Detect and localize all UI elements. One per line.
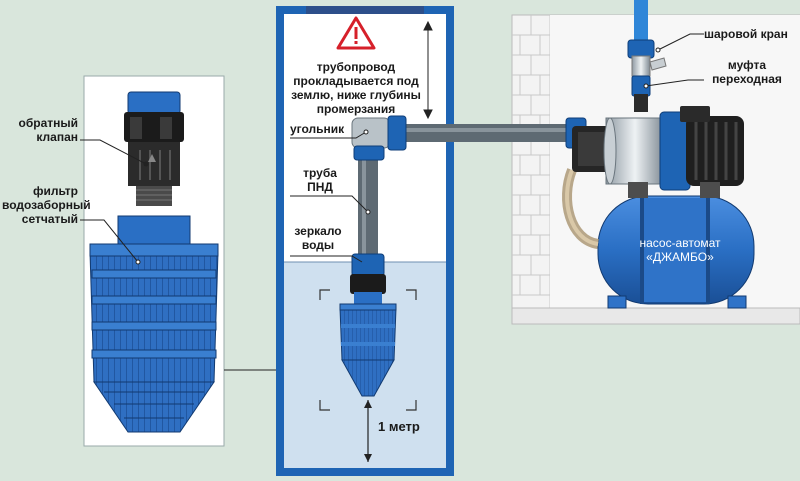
label-filter-line2: водозаборный	[2, 198, 91, 212]
label-pump-line1: насос-автомат	[639, 236, 721, 250]
label-pipe: труба ПНД	[296, 166, 344, 194]
label-filter-line1: фильтр	[32, 184, 78, 198]
label-pipe-note: трубопровод прокладывается под землю, ни…	[288, 60, 424, 116]
label-pump-line2: «ДЖАМБО»	[646, 250, 714, 264]
label-pipe-note-line1: трубопровод	[316, 60, 396, 74]
label-elbow: угольник	[290, 122, 345, 136]
leader-lines-well	[290, 20, 433, 263]
pump-station	[562, 0, 755, 309]
label-check-valve-line1: обратный	[18, 116, 79, 130]
label-pipe-note-line3: землю, ниже глубины	[291, 88, 421, 102]
label-depth: 1 метр	[378, 419, 420, 434]
label-water-level-line1: зеркало	[294, 224, 342, 238]
horizontal-pipe	[351, 115, 587, 161]
filter-in-well	[319, 289, 417, 411]
depth-dimension	[364, 400, 372, 462]
label-ball-valve: шаровой кран	[704, 27, 788, 41]
label-check-valve-line2: клапан	[36, 130, 78, 144]
suction-pipe	[350, 140, 386, 306]
warning-triangle-icon	[336, 16, 376, 50]
label-pipe-line1: труба	[303, 166, 337, 180]
label-coupling: муфта переходная	[704, 58, 790, 86]
label-coupling-line2: переходная	[712, 72, 782, 86]
label-water-level-line2: воды	[301, 238, 335, 252]
check-valve-enlarged	[124, 91, 184, 206]
label-check-valve: обратный клапан	[16, 116, 79, 144]
leader-lines-pump	[643, 33, 704, 89]
label-pump: насос-автомат «ДЖАМБО»	[630, 236, 730, 264]
label-filter-line3: сетчатый	[21, 212, 78, 226]
label-coupling-line1: муфта	[727, 58, 767, 72]
label-pipe-note-line4: промерзания	[316, 102, 396, 116]
label-filter: фильтр водозаборный сетчатый	[2, 184, 91, 226]
label-pipe-line2: ПНД	[307, 180, 333, 194]
label-pipe-note-line2: прокладывается под	[293, 74, 419, 88]
filter-enlarged	[89, 215, 219, 433]
label-water-level: зеркало воды	[288, 224, 348, 252]
